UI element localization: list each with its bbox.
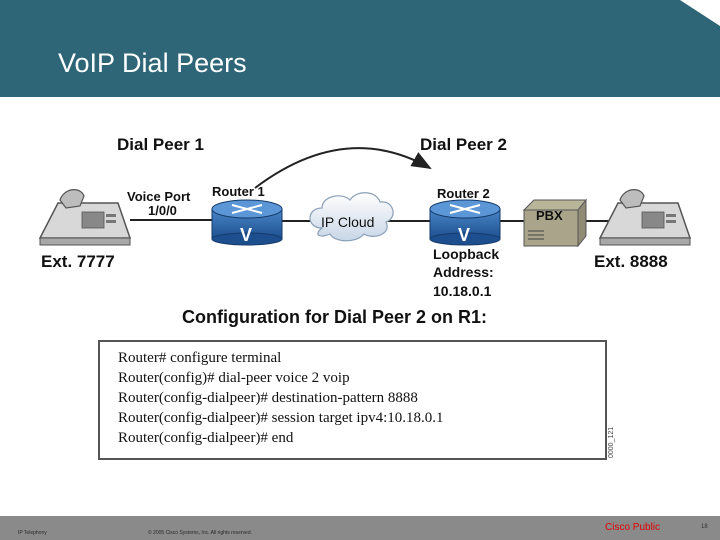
dial-peer-arrow <box>254 147 432 189</box>
figure-id: 0000_121 <box>608 426 615 458</box>
router-1-v-mark: V <box>240 225 253 245</box>
voice-port-label: Voice Port <box>127 189 191 204</box>
header-corner-notch <box>680 0 720 26</box>
slide-title: VoIP Dial Peers <box>58 48 247 78</box>
config-code-box: Router# configure terminal Router(config… <box>98 340 607 460</box>
dial-peer-1-label: Dial Peer 1 <box>117 135 204 154</box>
ext-left-label: Ext. 7777 <box>41 252 115 271</box>
phone-left-icon <box>38 189 132 246</box>
voice-port-value: 1/0/0 <box>148 203 177 218</box>
footer-course: IP Telephony <box>18 530 47 536</box>
footer-copyright: © 2005 Cisco Systems, Inc. All rights re… <box>148 530 253 536</box>
router-1-label: Router 1 <box>212 184 265 199</box>
router-2-v-mark: V <box>458 225 471 245</box>
router-2-label: Router 2 <box>437 186 490 201</box>
config-line: Router(config-dialpeer)# destination-pat… <box>118 390 418 406</box>
footer-classification: Cisco Public <box>605 522 661 533</box>
ip-cloud-label: IP Cloud <box>321 214 375 230</box>
page-number: 18 <box>701 524 708 530</box>
config-line: Router(config-dialpeer)# session target … <box>118 410 444 426</box>
config-line: Router(config)# dial-peer voice 2 voip <box>118 370 350 386</box>
pbx-label: PBX <box>536 208 563 223</box>
config-heading: Configuration for Dial Peer 2 on R1: <box>182 307 488 327</box>
router-2-icon <box>429 199 501 246</box>
loopback-label-line1: Loopback <box>433 246 500 262</box>
loopback-label-line2: Address: <box>433 264 494 280</box>
dial-peer-2-label: Dial Peer 2 <box>420 135 507 154</box>
ext-right-label: Ext. 8888 <box>594 252 668 271</box>
title-bar: VoIP Dial Peers <box>0 0 720 97</box>
footer-bar: IP Telephony © 2005 Cisco Systems, Inc. … <box>0 516 720 540</box>
config-line: Router# configure terminal <box>118 350 282 366</box>
router-1-icon <box>211 199 283 246</box>
config-line: Router(config-dialpeer)# end <box>118 430 294 446</box>
phone-right-icon <box>598 189 692 246</box>
loopback-ip-label: 10.18.0.1 <box>433 283 492 299</box>
pbx-icon <box>522 198 588 248</box>
ip-cloud-icon <box>309 192 394 242</box>
